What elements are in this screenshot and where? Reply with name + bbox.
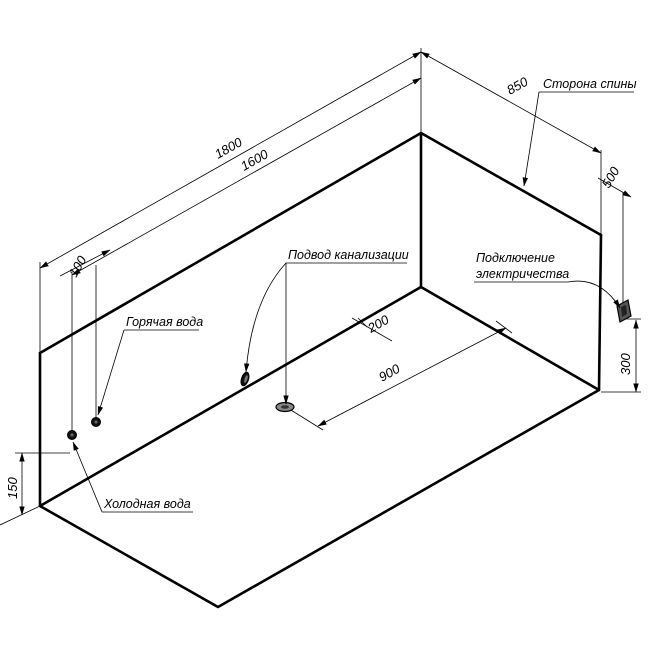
dim-1600-label: 1600 — [238, 146, 271, 174]
dim-line-850 — [420, 51, 602, 154]
electrical-label-line1: Подключение — [476, 251, 555, 265]
dim-200-label: 200 — [364, 311, 392, 336]
cold-water-label: Холодная вода — [103, 497, 191, 511]
electrical-socket-icon — [616, 299, 632, 323]
cold-water-outlet-icon — [67, 430, 77, 440]
extension-lines — [0, 48, 641, 526]
back-side-label: Сторона спины — [543, 77, 637, 91]
floor-back-left-edge — [38, 285, 423, 508]
dimension-lines — [19, 51, 639, 516]
dim-line-100 — [59, 249, 111, 277]
dim-300-label: 300 — [618, 353, 633, 375]
dim-850-label: 850 — [504, 73, 531, 97]
floor-back-right-edge — [419, 285, 601, 392]
front-wall — [38, 233, 603, 609]
dimension-texts: 1800 1600 850 100 500 300 150 900 200 — [5, 73, 633, 499]
dim-900-label: 900 — [376, 360, 403, 384]
electrical-label-line2: электричества — [476, 267, 569, 281]
callout-texts: Сторона спины Подвод канализации Подключ… — [103, 77, 637, 511]
dim-line-200 — [351, 317, 393, 342]
dim-150-label: 150 — [5, 477, 20, 499]
callout-leaders — [72, 91, 634, 513]
drain-outlet-icon — [275, 401, 295, 413]
dim-100-label: 100 — [66, 253, 90, 280]
overflow-outlet-icon — [240, 371, 250, 387]
connection-points — [67, 299, 632, 440]
dim-line-500 — [597, 177, 632, 198]
bathtub-outline — [38, 131, 603, 609]
drain-label: Подвод канализации — [288, 248, 409, 262]
dim-line-1600 — [71, 77, 422, 276]
back-wall — [38, 131, 603, 355]
dim-line-1800 — [39, 51, 422, 269]
hot-water-outlet-icon — [91, 417, 101, 427]
dim-500-label: 500 — [599, 164, 623, 191]
hot-water-label: Горячая вода — [126, 315, 203, 329]
dim-line-900 — [317, 327, 507, 427]
dim-1800-label: 1800 — [212, 134, 245, 162]
